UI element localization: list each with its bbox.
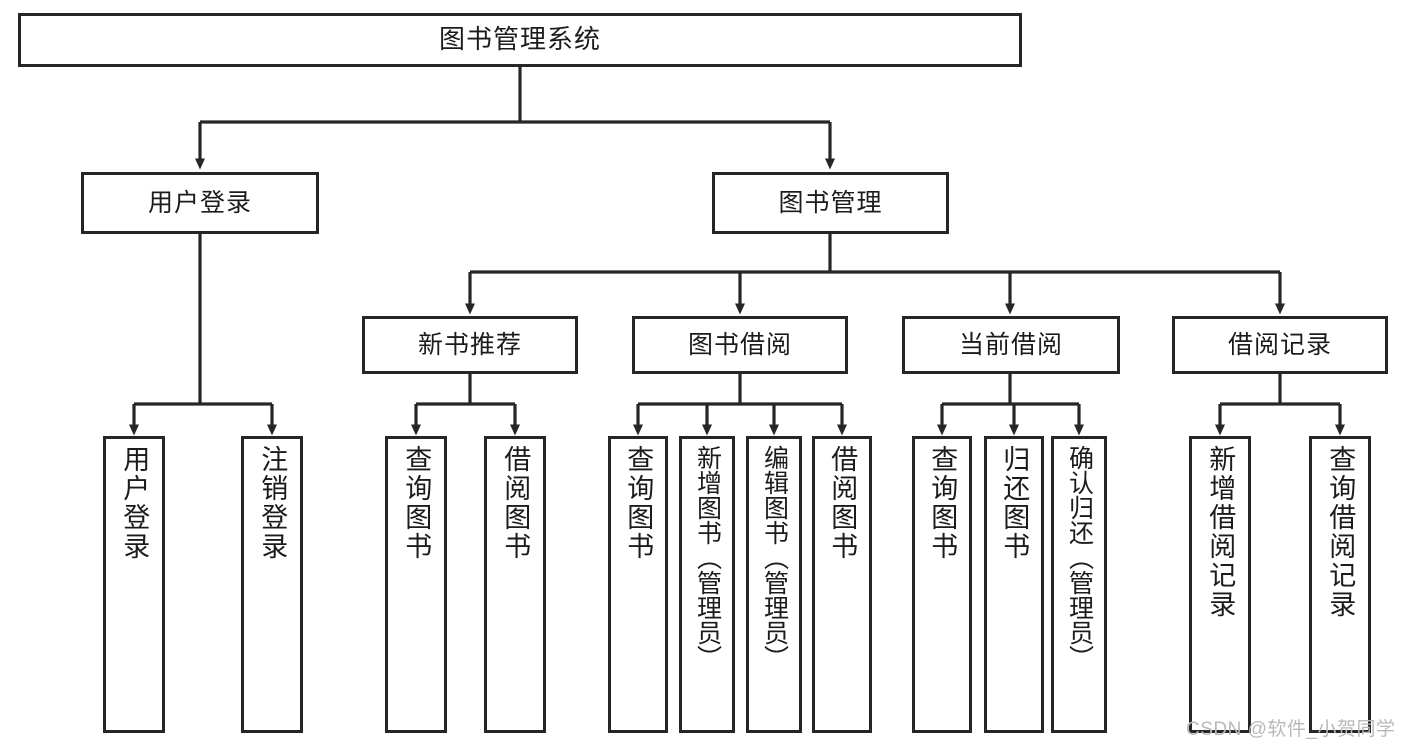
leaf-add-borrow-record[interactable]: 新增借阅记录: [1189, 436, 1251, 733]
node-borrow-records[interactable]: 借阅记录: [1172, 316, 1388, 374]
node-borrow-records-label: 借阅记录: [1227, 331, 1332, 359]
leaf-query-book-1[interactable]: 查询图书: [385, 436, 447, 733]
leaf-borrow-book-2[interactable]: 借阅图书: [812, 436, 872, 733]
leaf-add-book-admin-label: 新增图书（管理员）: [693, 445, 722, 670]
leaf-query-book-2[interactable]: 查询图书: [608, 436, 668, 733]
leaf-confirm-return-admin[interactable]: 确认归还（管理员）: [1051, 436, 1107, 733]
leaf-logout-login-label: 注销登录: [257, 445, 288, 561]
leaf-return-book[interactable]: 归还图书: [984, 436, 1044, 733]
node-current-borrow[interactable]: 当前借阅: [902, 316, 1120, 374]
node-new-book-recommend[interactable]: 新书推荐: [362, 316, 578, 374]
leaf-add-book-admin[interactable]: 新增图书（管理员）: [679, 436, 735, 733]
node-book-manage-label: 图书管理: [778, 189, 883, 217]
leaf-query-book-3-label: 查询图书: [927, 445, 958, 561]
leaf-confirm-return-admin-label: 确认归还（管理员）: [1065, 445, 1094, 670]
node-user-login-label: 用户登录: [147, 189, 252, 217]
leaf-user-login[interactable]: 用户登录: [103, 436, 165, 733]
node-root-label: 图书管理系统: [438, 24, 601, 55]
leaf-query-book-3[interactable]: 查询图书: [912, 436, 972, 733]
leaf-borrow-book-1[interactable]: 借阅图书: [484, 436, 546, 733]
leaf-edit-book-admin-label: 编辑图书（管理员）: [760, 445, 789, 670]
leaf-query-book-1-label: 查询图书: [401, 445, 432, 561]
node-book-borrow[interactable]: 图书借阅: [632, 316, 848, 374]
node-current-borrow-label: 当前借阅: [958, 331, 1063, 359]
leaf-borrow-book-2-label: 借阅图书: [827, 445, 858, 561]
leaf-borrow-book-1-label: 借阅图书: [500, 445, 531, 561]
node-root[interactable]: 图书管理系统: [18, 13, 1022, 67]
leaf-query-borrow-record[interactable]: 查询借阅记录: [1309, 436, 1371, 733]
leaf-add-borrow-record-label: 新增借阅记录: [1205, 445, 1236, 619]
leaf-query-book-2-label: 查询图书: [623, 445, 654, 561]
node-book-borrow-label: 图书借阅: [687, 331, 792, 359]
node-user-login[interactable]: 用户登录: [81, 172, 319, 234]
leaf-query-borrow-record-label: 查询借阅记录: [1325, 445, 1356, 619]
leaf-user-login-label: 用户登录: [119, 445, 150, 561]
leaf-return-book-label: 归还图书: [999, 445, 1030, 561]
leaf-edit-book-admin[interactable]: 编辑图书（管理员）: [746, 436, 802, 733]
leaf-logout-login[interactable]: 注销登录: [241, 436, 303, 733]
node-new-book-recommend-label: 新书推荐: [417, 331, 522, 359]
node-book-manage[interactable]: 图书管理: [712, 172, 949, 234]
csdn-watermark: CSDN @软件_小贺同学: [1186, 719, 1396, 740]
